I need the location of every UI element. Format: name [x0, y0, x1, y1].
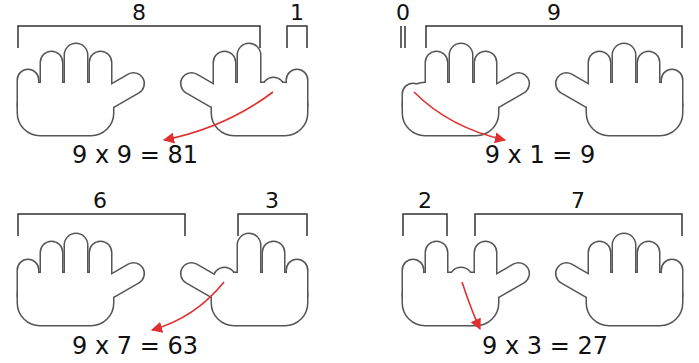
pointer-arrow	[462, 282, 480, 329]
left-hand	[18, 44, 147, 135]
bracket	[18, 26, 260, 48]
equation-label: 9 x 1 = 9	[485, 143, 596, 167]
bracket	[475, 214, 682, 236]
equation-label: 9 x 7 = 63	[72, 334, 198, 358]
right-hand	[178, 234, 307, 325]
left-hand	[403, 44, 532, 135]
equation-label: 9 x 3 = 27	[482, 334, 608, 358]
bracket	[401, 26, 405, 48]
count-label: 6	[93, 190, 107, 212]
count-label: 0	[396, 2, 410, 24]
left-hand	[403, 242, 532, 325]
bracket	[403, 214, 447, 236]
count-label: 7	[571, 190, 585, 212]
count-label: 8	[132, 2, 146, 24]
right-hand	[553, 44, 682, 135]
bracket	[426, 26, 682, 48]
pointer-arrow	[152, 282, 224, 330]
right-hand	[553, 234, 682, 325]
count-label: 2	[418, 190, 432, 212]
count-label: 3	[265, 190, 279, 212]
pointer-arrow	[414, 92, 505, 140]
bracket	[238, 214, 307, 236]
count-label: 9	[547, 2, 561, 24]
right-hand	[178, 44, 307, 135]
bracket	[287, 26, 307, 48]
left-hand	[18, 234, 147, 325]
bracket	[18, 214, 185, 236]
equation-label: 9 x 9 = 81	[72, 143, 198, 167]
count-label: 1	[290, 2, 304, 24]
pointer-arrow	[164, 92, 273, 140]
